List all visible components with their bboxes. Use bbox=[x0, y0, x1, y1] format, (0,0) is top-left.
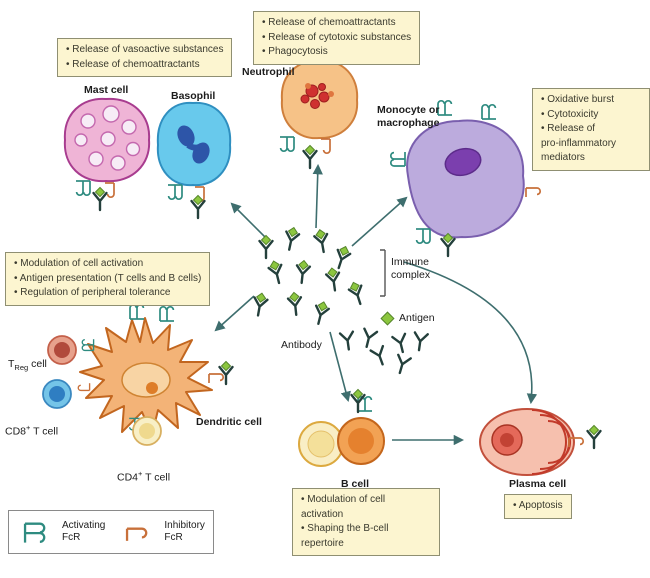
b-cell-illustration bbox=[298, 388, 385, 467]
cd8-t-cell-illustration bbox=[42, 379, 72, 409]
monocyte-label: Monocyte or macrophage bbox=[377, 104, 440, 129]
arrow-to-dendritic bbox=[214, 295, 255, 332]
dendritic-cell-illustration bbox=[77, 303, 234, 436]
treg-label-post: cell bbox=[28, 357, 47, 370]
treg-label-pre: T bbox=[8, 357, 15, 370]
note-b-cell: • Modulation of cell activation • Shapin… bbox=[292, 488, 440, 556]
basophil-label: Basophil bbox=[171, 90, 216, 102]
immune-complex-bracket bbox=[380, 249, 386, 297]
basophil-illustration bbox=[156, 101, 232, 220]
legend-activating: Activating FcR bbox=[19, 518, 105, 546]
arrow-to-basophil bbox=[230, 202, 269, 241]
cd4-t-cell-label: CD4+ T cell bbox=[117, 456, 170, 484]
note-neutrophil: • Release of chemoattractants • Release … bbox=[253, 11, 421, 65]
neutrophil-illustration bbox=[279, 59, 359, 170]
inhibitory-fcr-icon bbox=[126, 527, 148, 542]
cd8-label-post: T cell bbox=[30, 425, 59, 438]
arrow-to-plasma-curved bbox=[403, 261, 538, 405]
monocyte-illustration bbox=[389, 99, 542, 258]
cd8-label-pre: CD8 bbox=[5, 425, 27, 438]
antigen-icon bbox=[380, 311, 395, 326]
plasma-cell-illustration bbox=[479, 408, 602, 476]
mast-cell-label: Mast cell bbox=[84, 84, 129, 96]
fcr-legend: Activating FcR Inhibitory FcR bbox=[8, 510, 214, 554]
note-mast-basophil: • Release of vasoactive substances • Rel… bbox=[57, 38, 233, 77]
immune-complex-cluster bbox=[250, 225, 368, 327]
legend-inhibitory-label: Inhibitory FcR bbox=[164, 520, 205, 543]
cd4-label-pre: CD4 bbox=[117, 471, 139, 484]
arrow-to-monocyte bbox=[351, 196, 408, 247]
note-plasma: • Apoptosis bbox=[504, 494, 572, 519]
legend-activating-label: Activating FcR bbox=[62, 520, 106, 543]
b-cell-label: B cell bbox=[341, 478, 370, 490]
arrow-to-neutrophil bbox=[312, 163, 323, 229]
plasma-cell-label: Plasma cell bbox=[509, 478, 567, 490]
cd4-label-sup: + bbox=[138, 468, 143, 478]
cd4-t-cell-illustration bbox=[132, 416, 162, 446]
note-dendritic: • Modulation of cell activation • Antige… bbox=[5, 252, 211, 306]
immune-complex-label: Immune complex bbox=[391, 256, 431, 281]
treg-cell-label: TReg cell bbox=[8, 345, 47, 372]
dendritic-cell-label: Dendritic cell bbox=[196, 416, 262, 428]
cd8-t-cell-label: CD8+ T cell bbox=[5, 410, 58, 438]
cd4-label-post: T cell bbox=[142, 471, 171, 484]
legend-inhibitory: Inhibitory FcR bbox=[121, 518, 205, 546]
treg-label-sub: Reg bbox=[14, 362, 29, 372]
treg-cell-illustration bbox=[47, 335, 77, 365]
antibody-label: Antibody bbox=[281, 339, 322, 351]
antibody-icons bbox=[338, 327, 429, 376]
arrow-to-b-cell bbox=[329, 331, 351, 403]
activating-fcr-icon bbox=[23, 522, 46, 544]
neutrophil-label: Neutrophil bbox=[242, 66, 295, 78]
arrows bbox=[214, 163, 538, 446]
antigen-label: Antigen bbox=[399, 312, 435, 324]
cd8-label-sup: + bbox=[26, 422, 31, 432]
note-monocyte: • Oxidative burst • Cytotoxicity • Relea… bbox=[532, 88, 650, 171]
mast-cell-illustration bbox=[63, 97, 151, 212]
